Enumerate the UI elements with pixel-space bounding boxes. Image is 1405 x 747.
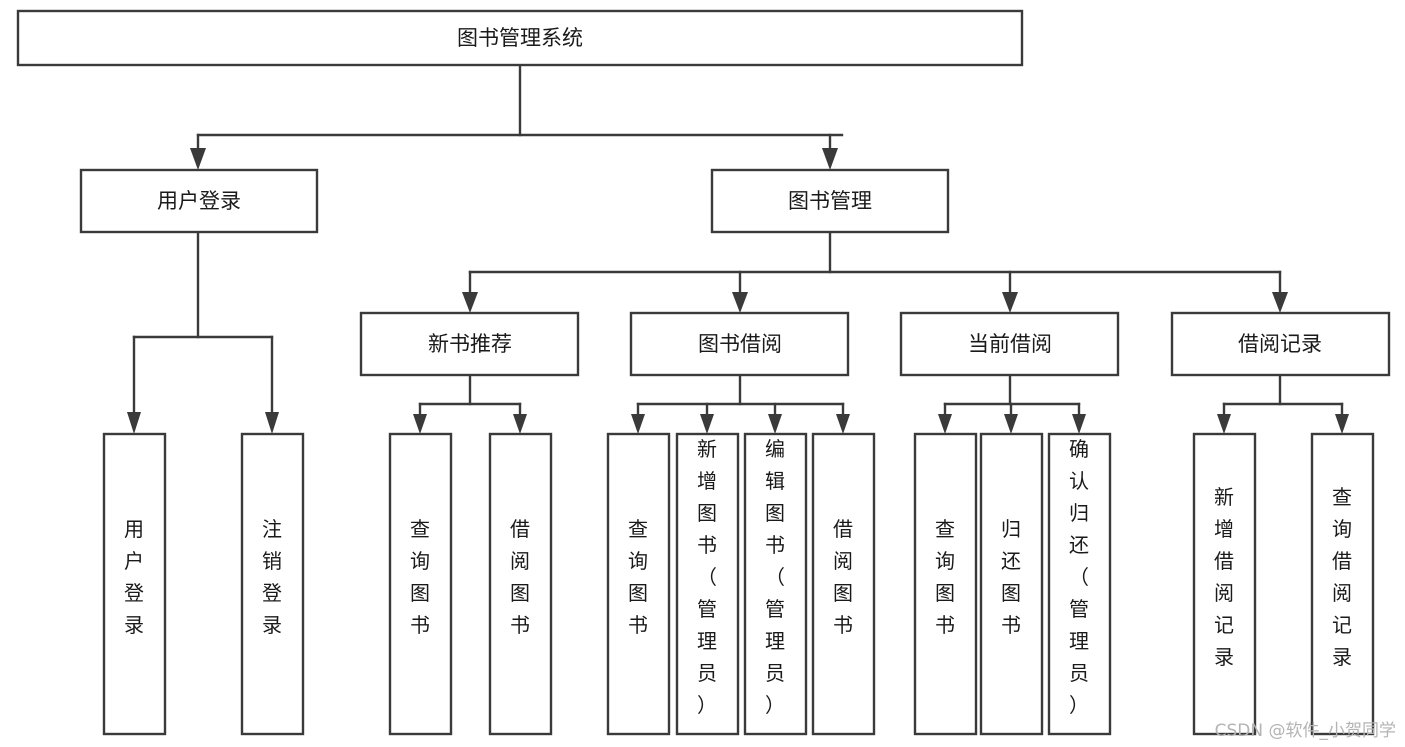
node-leaf-borrow-book-1[interactable]: 借阅图书 — [488, 432, 553, 736]
node-leaf-return-book[interactable]: 归还图书 — [979, 432, 1044, 736]
arrow-head-leaf-query-book-2 — [631, 414, 645, 434]
node-leaf-add-record-box[interactable] — [1192, 432, 1257, 736]
node-borrow-label: 图书借阅 — [698, 332, 782, 356]
node-borrow-record-label: 借阅记录 — [1238, 332, 1322, 356]
node-leaf-borrow-book-2-box[interactable] — [811, 432, 876, 736]
arrow-head-leaf-query-book-1 — [413, 414, 427, 434]
node-leaf-edit-book-box[interactable] — [743, 432, 808, 736]
node-leaf-add-book-box[interactable] — [675, 432, 740, 736]
node-borrow[interactable]: 图书借阅 — [629, 311, 850, 377]
node-leaf-query-record-label: 查询借阅记录 — [1332, 485, 1352, 669]
node-leaf-edit-book[interactable]: 编辑图书（管理员） — [743, 432, 808, 736]
node-leaf-query-book-3-label: 查询图书 — [935, 517, 955, 637]
arrow-head-leaf-add-book — [700, 414, 714, 434]
arrow-head-leaf-borrow-book-1 — [513, 414, 527, 434]
arrow-head-leaf-logout — [265, 412, 279, 434]
node-current-borrow-label: 当前借阅 — [968, 332, 1052, 356]
node-leaf-borrow-book-2-label: 借阅图书 — [833, 517, 853, 637]
connector-layer — [127, 63, 1349, 434]
node-root-label: 图书管理系统 — [457, 26, 583, 50]
node-leaf-confirm-return-label: 确认归还（管理员） — [1069, 437, 1089, 717]
arrow-head-borrow — [732, 292, 748, 313]
node-user-login-box[interactable] — [79, 168, 319, 234]
node-leaf-confirm-return[interactable]: 确认归还（管理员） — [1047, 432, 1112, 736]
node-leaf-add-record-label: 新增借阅记录 — [1214, 485, 1234, 669]
node-leaf-query-record[interactable]: 查询借阅记录 — [1310, 432, 1375, 736]
node-leaf-logout-label: 注销登录 — [262, 517, 282, 637]
node-new-book-box[interactable] — [359, 311, 580, 377]
node-leaf-query-book-2[interactable]: 查询图书 — [606, 432, 671, 736]
watermark-label: CSDN @软件_小贺同学 — [1215, 721, 1396, 741]
arrow-head-leaf-query-book-3 — [938, 414, 952, 434]
node-leaf-user-login-box[interactable] — [102, 432, 167, 736]
arrow-head-leaf-user-login — [127, 412, 141, 434]
node-user-login-label: 用户登录 — [157, 189, 241, 213]
node-leaf-add-book[interactable]: 新增图书（管理员） — [675, 432, 740, 736]
arrow-head-leaf-edit-book — [768, 414, 782, 434]
node-leaf-query-book-1-label: 查询图书 — [410, 517, 430, 637]
node-new-book[interactable]: 新书推荐 — [359, 311, 580, 377]
arrow-head-new-book — [462, 292, 478, 313]
node-book-manage-label: 图书管理 — [788, 189, 872, 213]
node-current-borrow[interactable]: 当前借阅 — [899, 311, 1120, 377]
arrow-head-leaf-borrow-book-2 — [836, 414, 850, 434]
arrow-head-current-borrow — [1002, 292, 1018, 313]
node-leaf-logout-box[interactable] — [240, 432, 305, 736]
node-leaf-query-book-1[interactable]: 查询图书 — [388, 432, 453, 736]
node-leaf-logout[interactable]: 注销登录 — [240, 432, 305, 736]
node-leaf-confirm-return-box[interactable] — [1047, 432, 1112, 736]
node-current-borrow-box[interactable] — [899, 311, 1120, 377]
node-borrow-box[interactable] — [629, 311, 850, 377]
node-leaf-borrow-book-1-label: 借阅图书 — [510, 517, 530, 637]
node-leaf-user-login-label: 用户登录 — [124, 517, 144, 637]
node-leaf-query-record-box[interactable] — [1310, 432, 1375, 736]
node-book-manage[interactable]: 图书管理 — [710, 168, 950, 234]
node-leaf-query-book-2-label: 查询图书 — [628, 517, 648, 637]
node-leaf-add-book-label: 新增图书（管理员） — [697, 437, 717, 717]
arrow-head-root-to-book-manage — [822, 148, 838, 170]
node-leaf-query-book-3[interactable]: 查询图书 — [913, 432, 978, 736]
node-leaf-user-login[interactable]: 用户登录 — [102, 432, 167, 736]
arrow-head-leaf-confirm-return — [1072, 414, 1086, 434]
node-leaf-edit-book-label: 编辑图书（管理员） — [765, 437, 785, 717]
node-root-box[interactable] — [16, 9, 1024, 67]
node-borrow-record-box[interactable] — [1170, 311, 1391, 377]
node-leaf-query-book-2-box[interactable] — [606, 432, 671, 736]
arrow-head-root-to-user-login — [190, 148, 206, 170]
node-root[interactable]: 图书管理系统 — [16, 9, 1024, 67]
node-leaf-borrow-book-1-box[interactable] — [488, 432, 553, 736]
node-leaf-return-book-label: 归还图书 — [1001, 517, 1021, 637]
node-leaf-add-record[interactable]: 新增借阅记录 — [1192, 432, 1257, 736]
arrow-head-leaf-add-record — [1217, 414, 1231, 434]
node-new-book-label: 新书推荐 — [428, 332, 512, 356]
node-leaf-query-book-3-box[interactable] — [913, 432, 978, 736]
arrow-head-leaf-query-record — [1335, 414, 1349, 434]
arrow-head-borrow-record — [1272, 292, 1288, 313]
node-borrow-record[interactable]: 借阅记录 — [1170, 311, 1391, 377]
node-leaf-borrow-book-2[interactable]: 借阅图书 — [811, 432, 876, 736]
node-user-login[interactable]: 用户登录 — [79, 168, 319, 234]
node-leaf-return-book-box[interactable] — [979, 432, 1044, 736]
node-leaf-query-book-1-box[interactable] — [388, 432, 453, 736]
arrow-head-leaf-return-book — [1004, 414, 1018, 434]
node-book-manage-box[interactable] — [710, 168, 950, 234]
